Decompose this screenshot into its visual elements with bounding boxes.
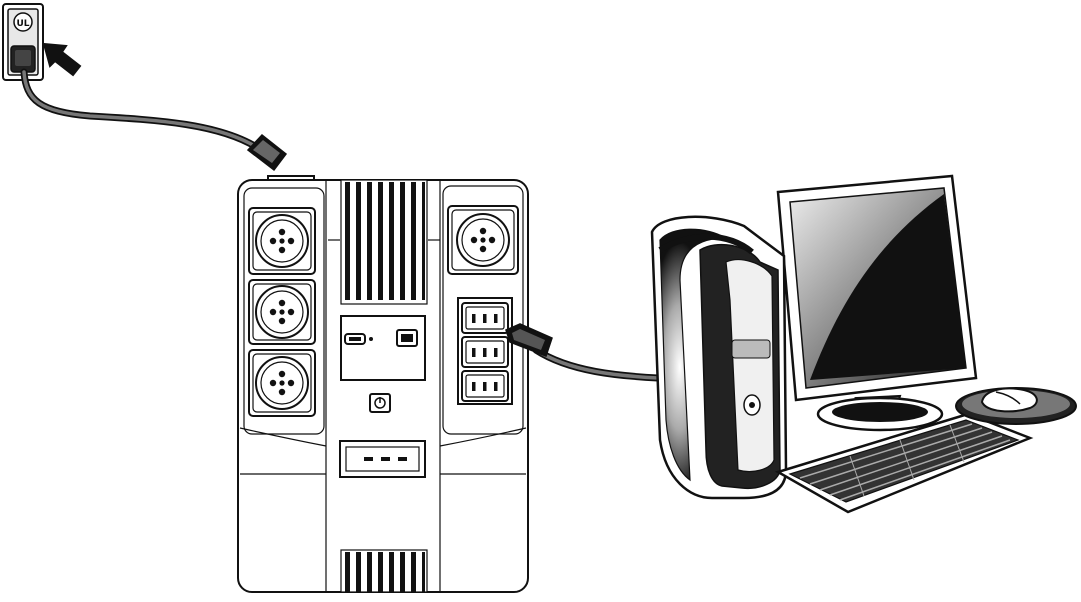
- usb-port-icon: [344, 333, 373, 345]
- iec-outlet-block: [457, 297, 513, 405]
- arrow-icon: [42, 42, 82, 77]
- ups-top-vents: [345, 182, 425, 300]
- schuko-outlet-left-1: [248, 207, 316, 275]
- monitor-icon: [776, 174, 978, 432]
- schuko-outlet-left-3: [248, 349, 316, 417]
- wall-outlet-icon: UL: [2, 3, 44, 81]
- iec-outlet-1: [461, 302, 509, 334]
- iec-outlet-2: [461, 336, 509, 368]
- schuko-outlet-right-1: [447, 205, 519, 275]
- keyboard-icon: [774, 412, 1034, 514]
- computer-power-cable: [505, 323, 662, 382]
- power-button-icon: [369, 393, 391, 413]
- iec-outlet-3: [461, 370, 509, 402]
- pc-tower-icon: [650, 215, 788, 500]
- schuko-outlet-left-2: [248, 279, 316, 345]
- desktop-computer-icon: [650, 174, 1077, 514]
- led-indicator-panel: [339, 440, 426, 478]
- ups-unit-icon: [237, 175, 529, 593]
- iec-plug-icon: [246, 133, 288, 172]
- ul-label: UL: [16, 19, 29, 29]
- ups-bottom-vents: [340, 549, 428, 593]
- usb-b-port-icon: [396, 329, 418, 347]
- mouse-icon: [955, 387, 1077, 425]
